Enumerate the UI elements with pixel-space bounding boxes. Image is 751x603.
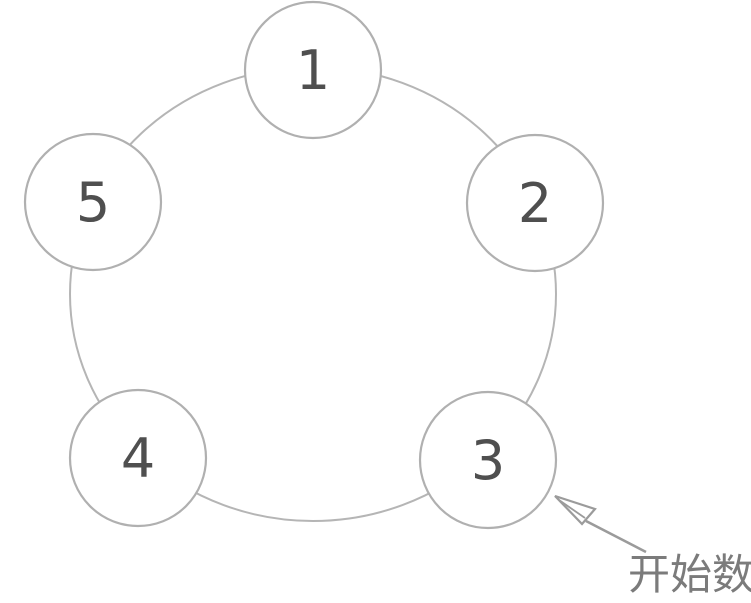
- node-5-circle: [23, 132, 163, 272]
- annotation-label: 开始数: [628, 550, 751, 599]
- node-2: 2: [465, 133, 605, 273]
- node-4-label: 4: [121, 427, 155, 490]
- node-3-circle: [418, 390, 558, 530]
- start-arrow-fold: [558, 499, 586, 519]
- node-5: 5: [23, 132, 163, 272]
- start-arrow-shaft: [585, 519, 647, 554]
- node-1-label: 1: [296, 39, 330, 102]
- node-4-circle: [68, 388, 208, 528]
- start-arrow: [554, 494, 647, 554]
- node-2-circle: [465, 133, 605, 273]
- node-1-circle: [243, 0, 383, 140]
- node-1: 1: [243, 0, 383, 140]
- node-3-label: 3: [471, 429, 505, 492]
- node-4: 4: [68, 388, 208, 528]
- node-2-label: 2: [518, 172, 552, 235]
- node-5-label: 5: [76, 171, 110, 234]
- node-3: 3: [418, 390, 558, 530]
